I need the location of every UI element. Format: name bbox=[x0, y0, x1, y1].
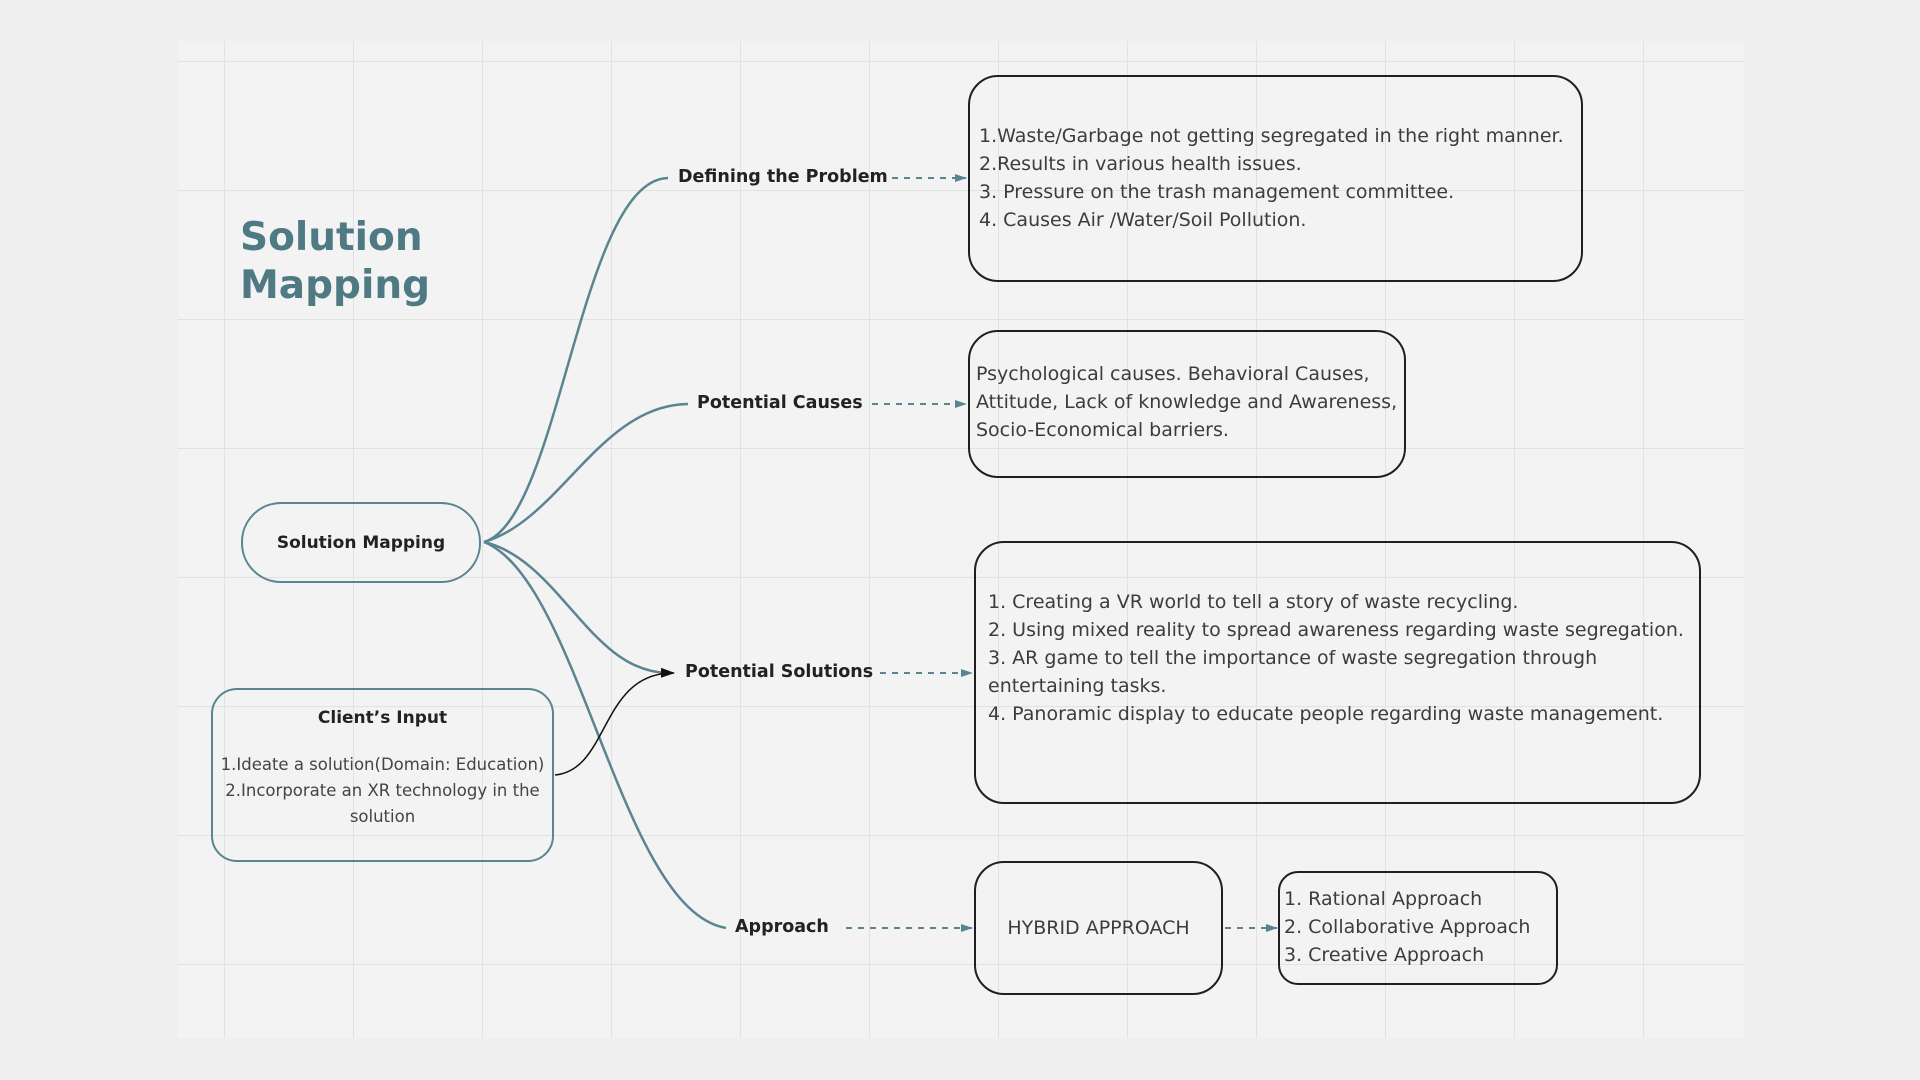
cause-item: Attitude, Lack of knowledge and Awarenes… bbox=[976, 391, 1398, 413]
center-node-label: Solution Mapping bbox=[276, 532, 446, 553]
connector-client-solutions bbox=[554, 667, 675, 776]
connector-center-solutions bbox=[483, 540, 669, 675]
client-input-node[interactable]: Client’s Input 1.Ideate a solution(Domai… bbox=[211, 688, 554, 862]
hybrid-approach-label: HYBRID APPROACH bbox=[1007, 917, 1190, 939]
client-input-item: 1.Ideate a solution(Domain: Education) bbox=[220, 755, 545, 774]
problem-item: 1.Waste/Garbage not getting segregated i… bbox=[979, 125, 1564, 147]
connector-center-causes bbox=[483, 402, 689, 544]
solution-item: 2. Using mixed reality to spread awarene… bbox=[988, 619, 1684, 641]
page-title: Solution Mapping bbox=[240, 214, 430, 310]
solutions-box[interactable]: 1. Creating a VR world to tell a story o… bbox=[974, 541, 1701, 804]
branch-approach[interactable]: Approach bbox=[735, 917, 829, 937]
solution-item: 1. Creating a VR world to tell a story o… bbox=[988, 591, 1519, 613]
problem-item: 3. Pressure on the trash management comm… bbox=[979, 181, 1455, 203]
title-line: Solution bbox=[240, 215, 423, 260]
title-line: Mapping bbox=[240, 263, 431, 308]
approach-item: 1. Rational Approach bbox=[1284, 888, 1483, 910]
approaches-box[interactable]: 1. Rational Approach 2. Collaborative Ap… bbox=[1278, 871, 1558, 985]
approach-item: 3. Creative Approach bbox=[1284, 944, 1485, 966]
approach-item: 2. Collaborative Approach bbox=[1284, 916, 1531, 938]
solution-item: 3. AR game to tell the importance of was… bbox=[988, 647, 1598, 697]
cause-item: Psychological causes. Behavioral Causes, bbox=[976, 363, 1370, 385]
causes-box[interactable]: Psychological causes. Behavioral Causes,… bbox=[968, 330, 1406, 478]
connector-center-approach bbox=[483, 540, 727, 930]
problem-item: 4. Causes Air /Water/Soil Pollution. bbox=[979, 209, 1307, 231]
branch-potential-causes[interactable]: Potential Causes bbox=[697, 393, 863, 413]
client-input-list: 1.Ideate a solution(Domain: Education) 2… bbox=[213, 752, 552, 830]
hybrid-approach-box[interactable]: HYBRID APPROACH bbox=[974, 861, 1223, 995]
connector-center-problem bbox=[483, 176, 669, 544]
client-input-item: 2.Incorporate an XR technology in the so… bbox=[225, 781, 540, 826]
branch-defining-problem[interactable]: Defining the Problem bbox=[678, 167, 888, 187]
problem-box[interactable]: 1.Waste/Garbage not getting segregated i… bbox=[968, 75, 1583, 282]
solution-item: 4. Panoramic display to educate people r… bbox=[988, 703, 1664, 725]
client-input-heading: Client’s Input bbox=[317, 708, 448, 728]
cause-item: Socio-Economical barriers. bbox=[976, 419, 1229, 441]
canvas-board bbox=[178, 41, 1744, 1038]
problem-item: 2.Results in various health issues. bbox=[979, 153, 1302, 175]
branch-potential-solutions[interactable]: Potential Solutions bbox=[685, 662, 874, 682]
center-node[interactable]: Solution Mapping bbox=[241, 502, 481, 583]
